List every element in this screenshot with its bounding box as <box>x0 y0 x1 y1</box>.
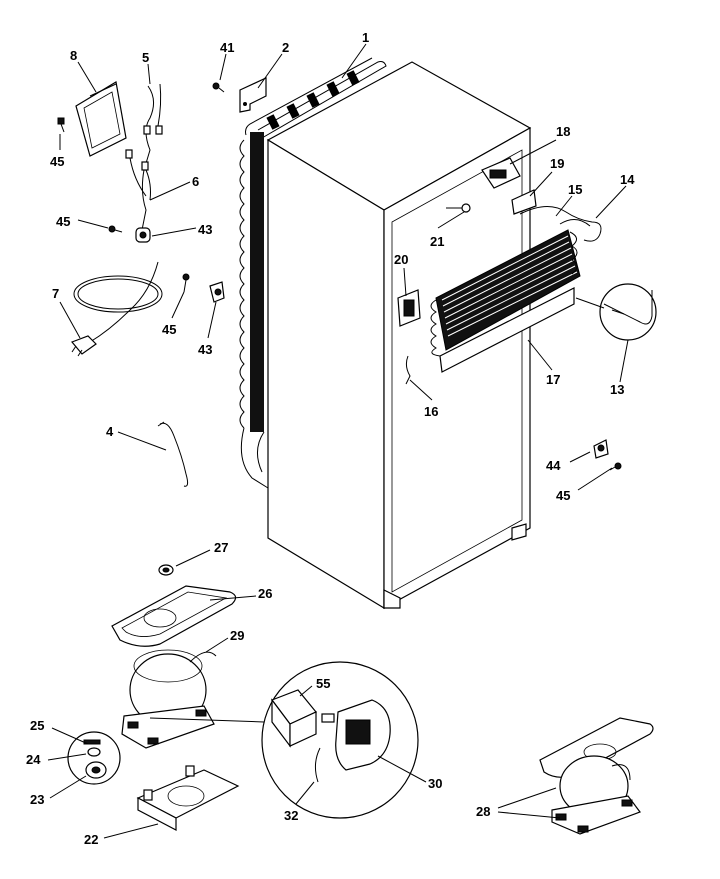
label-part-19: 19 <box>550 156 564 171</box>
sensor-part-21 <box>446 203 471 213</box>
part-labels: 1 2 41 8 5 45 6 45 43 7 45 43 4 18 19 15… <box>26 30 635 847</box>
label-part-20: 20 <box>394 252 408 267</box>
label-part-4: 4 <box>106 424 114 439</box>
label-part-45-middle: 45 <box>56 214 70 229</box>
label-part-8: 8 <box>70 48 77 63</box>
label-part-2: 2 <box>282 40 289 55</box>
screw-part-41 <box>212 82 225 93</box>
inset-grommet-assembly <box>67 731 121 785</box>
clip-part-43-lower <box>209 281 225 303</box>
clip-part-44 <box>593 439 609 459</box>
leader-lines <box>47 43 629 839</box>
label-part-29: 29 <box>230 628 244 643</box>
condenser-coil <box>239 57 387 489</box>
bracket-part-2 <box>239 77 267 113</box>
label-part-32: 32 <box>284 808 298 823</box>
label-part-21: 21 <box>430 234 444 249</box>
grommet-part-27 <box>158 564 174 576</box>
heater-wire-part-16 <box>405 355 411 385</box>
inset-detail-part-13 <box>575 283 657 341</box>
screw-part-45-upper <box>57 117 65 133</box>
defrost-timer-part-20 <box>397 289 421 327</box>
label-part-17: 17 <box>546 372 560 387</box>
compressor-part-29 <box>121 649 265 749</box>
label-part-43-upper: 43 <box>198 222 212 237</box>
label-part-15: 15 <box>568 182 582 197</box>
label-part-44: 44 <box>546 458 561 473</box>
wiring-harness <box>125 83 163 243</box>
heater-part-4 <box>157 421 189 487</box>
label-part-25: 25 <box>30 718 44 733</box>
label-part-18: 18 <box>556 124 570 139</box>
label-part-41: 41 <box>220 40 234 55</box>
label-part-1: 1 <box>362 30 369 45</box>
drain-pan-part-26 <box>111 585 237 647</box>
label-part-26: 26 <box>258 586 272 601</box>
label-part-43-lower: 43 <box>198 342 212 357</box>
label-part-6: 6 <box>192 174 199 189</box>
label-part-30: 30 <box>428 776 442 791</box>
tubing-part-14 <box>519 206 602 242</box>
label-part-13: 13 <box>610 382 624 397</box>
label-part-45-upper: 45 <box>50 154 64 169</box>
label-part-16: 16 <box>424 404 438 419</box>
label-part-27: 27 <box>214 540 228 555</box>
label-part-55: 55 <box>316 676 330 691</box>
label-part-45-right: 45 <box>556 488 570 503</box>
label-part-14: 14 <box>620 172 635 187</box>
screw-part-45-lower <box>182 273 190 293</box>
label-part-28: 28 <box>476 804 490 819</box>
screw-part-45-right <box>609 462 622 471</box>
screw-part-45-middle <box>108 225 123 233</box>
cover-plate-part-8 <box>75 81 127 157</box>
label-part-5: 5 <box>142 50 149 65</box>
evaporator-coil-part-15 <box>430 229 581 373</box>
refrigerator-cabinet <box>266 61 532 610</box>
inset-relay-overload <box>261 661 419 819</box>
drain-trough-part-18 <box>481 157 521 189</box>
compressor-assembly-part-28 <box>539 717 654 835</box>
label-part-23: 23 <box>30 792 44 807</box>
power-cord-part-7 <box>70 261 163 357</box>
label-part-22: 22 <box>84 832 98 847</box>
label-part-24: 24 <box>26 752 41 767</box>
label-part-7: 7 <box>52 286 59 301</box>
base-bracket-part-22 <box>136 765 240 831</box>
label-part-45-lower: 45 <box>162 322 176 337</box>
